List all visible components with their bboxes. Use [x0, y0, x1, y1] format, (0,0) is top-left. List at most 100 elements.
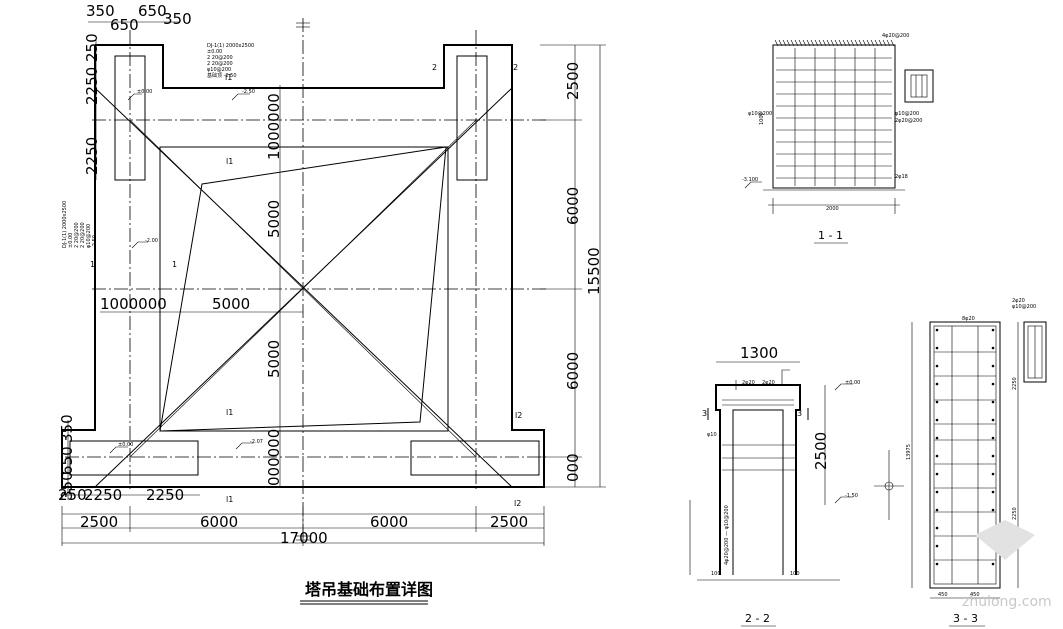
svg-text:φ10@200: φ10@200: [86, 224, 92, 248]
rebar-dot: [935, 328, 939, 332]
diagonal-line: [129, 119, 477, 458]
rebar-dot: [935, 472, 939, 476]
rebar-top: 8φ20: [962, 316, 975, 322]
dim-bottom-2b: 6000: [200, 513, 238, 531]
diagonal-line: [94, 87, 513, 488]
rebar-line: [834, 39, 839, 47]
svg-text:±0.00: ±0.00: [118, 442, 133, 448]
mark-l2: l2: [515, 411, 522, 420]
pile-rect: [456, 55, 488, 181]
dim-left-2: 250: [83, 33, 101, 62]
section-label: 2 - 2: [745, 612, 770, 625]
note-left: DJ-1(1) 2000x2500 ±0.00 2 20@200 2 20@20…: [62, 201, 98, 248]
inner-outline: [933, 325, 997, 585]
rebar-line: [818, 39, 823, 47]
dim-bottom: 450: [970, 592, 980, 598]
elevation-marker: [834, 496, 853, 504]
rebar-line: [874, 39, 879, 47]
note: φ10@200: [895, 111, 919, 117]
rebar-dot: [991, 508, 995, 512]
svg-text:±0.00: ±0.00: [68, 233, 74, 248]
rebar-dot: [935, 562, 939, 566]
rebar-symbol: [910, 74, 928, 98]
dim-top-3: 650: [138, 2, 167, 20]
watermark-text: zhulong.com: [962, 594, 1052, 610]
dim-right: 2250: [1012, 377, 1018, 390]
dim-center-v2: 5000: [265, 200, 283, 238]
section-outline: [772, 44, 896, 189]
svg-text:±0.00: ±0.00: [207, 49, 222, 55]
rebar-line: [850, 39, 855, 47]
dim-top-1: 350: [86, 2, 115, 20]
note-top: DJ-1(1) 2000x2500 ±0.00 2 20@200 2 20@20…: [207, 43, 254, 79]
elevation-marker: [744, 181, 762, 189]
rebar-line: [781, 369, 790, 385]
rebar-line: [838, 39, 843, 47]
svg-text:2 20@200: 2 20@200: [74, 222, 80, 248]
rebar-dot: [991, 454, 995, 458]
rebar-line: [870, 39, 875, 47]
watermark: zhulong.com: [962, 520, 1052, 610]
rebar-dot: [991, 418, 995, 422]
svg-text:DJ-1(1) 2000x2500: DJ-1(1) 2000x2500: [207, 43, 254, 49]
section-label: 3 - 3: [953, 612, 978, 625]
rebar-line: [878, 39, 883, 47]
rebar-line: [810, 39, 815, 47]
mark-1: 1: [90, 260, 95, 269]
rebar-grid: [934, 326, 996, 584]
rebar-dot: [935, 400, 939, 404]
rebar-line: [846, 39, 851, 47]
rebar-line: [794, 39, 799, 47]
dim-bottom-1b: 2250: [84, 486, 122, 504]
mark-l1: l1: [226, 157, 233, 166]
rebar-line: [866, 39, 871, 47]
elev-bottom: -1.50: [845, 493, 858, 499]
mark-2: 2: [432, 63, 437, 72]
svg-text:-2.50: -2.50: [92, 235, 98, 248]
dim-right-total: 15500: [585, 247, 603, 295]
rebar-symbol: [904, 69, 934, 103]
rebar-dot: [935, 508, 939, 512]
rebar-line: [802, 39, 807, 47]
rebar-dot: [991, 328, 995, 332]
rebar-dot: [935, 454, 939, 458]
plan-title: 塔吊基础布置详图: [305, 580, 433, 599]
svg-text:±0.00: ±0.00: [137, 89, 152, 95]
dim-bottom-2d: 2500: [490, 513, 528, 531]
rebar-line: [842, 39, 847, 47]
dim-top: 1300: [740, 344, 778, 362]
crane-base-outline: [159, 146, 447, 432]
rebar-dot: [991, 364, 995, 368]
dim-right-4: 000: [564, 453, 582, 482]
dim-bottom-2a: 2500: [80, 513, 118, 531]
rebar-dot: [935, 436, 939, 440]
rebar-line: [890, 39, 895, 47]
dim-bottom: 2000: [826, 206, 839, 212]
dim-right: 2250: [1012, 507, 1018, 520]
section-outline: [715, 384, 801, 575]
dim-top-4: 350: [163, 10, 192, 28]
rebar-dot: [991, 436, 995, 440]
note: 100: [790, 571, 800, 577]
rebar-symbol: [1023, 321, 1047, 383]
rebar-line: [778, 39, 783, 47]
note: 4φ20@200: [882, 33, 909, 39]
rebar-line: [854, 39, 859, 47]
section-2-2: 1300 2500 ±0.00 -1.50 3 3 2φ20 2φ20 φ10 …: [689, 344, 860, 627]
dim-center-v4: 000000: [265, 429, 283, 486]
inner-outline: [732, 409, 784, 575]
rebar-line: [862, 39, 867, 47]
pile-rect: [69, 440, 199, 476]
rebar-line: [774, 39, 779, 47]
rebar-dot: [935, 544, 939, 548]
dim-left-b3: 350: [58, 471, 76, 500]
rebar-dot: [935, 490, 939, 494]
rebar-dot: [991, 400, 995, 404]
dim-center-v1: 1000000: [265, 93, 283, 160]
dim-left-1: 2250: [83, 67, 101, 105]
svg-text:φ10@200: φ10@200: [207, 67, 231, 73]
note: 4φ20@200 — φ10@200: [724, 505, 730, 565]
rebar-line: [814, 39, 819, 47]
dim-right-2: 6000: [564, 187, 582, 225]
elevation-text: -3.100: [742, 177, 758, 183]
